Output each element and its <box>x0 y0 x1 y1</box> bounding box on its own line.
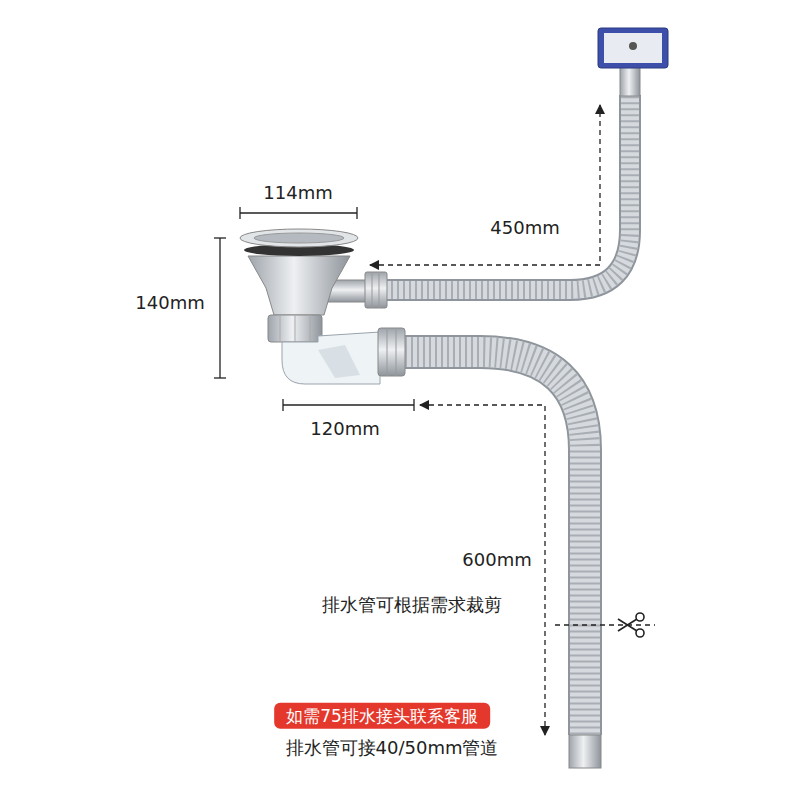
scissors-icon <box>618 613 644 637</box>
dimension-label: 140mm <box>135 292 204 314</box>
sink-strainer <box>240 229 405 384</box>
dimension-label: 114mm <box>263 182 332 204</box>
note-text: 排水管可接40/50mm管道 <box>286 737 499 759</box>
dimension-label: 450mm <box>490 217 559 239</box>
overflow-pipe <box>385 28 668 290</box>
notice-badge: 如需75排水接头联系客服 <box>274 703 490 729</box>
note-text: 排水管可根据需求裁剪 <box>322 594 502 616</box>
dimension-lines <box>214 105 655 735</box>
dimension-label: 120mm <box>310 418 379 440</box>
dimension-label: 600mm <box>462 549 531 571</box>
badge-text: 如需75排水接头联系客服 <box>286 706 478 726</box>
